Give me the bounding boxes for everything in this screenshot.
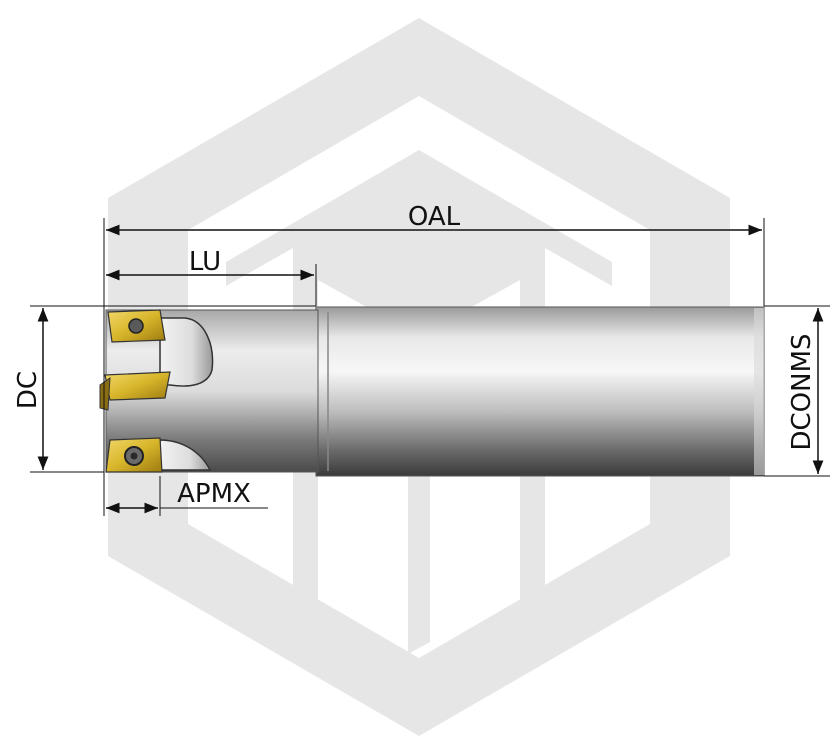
chip-pocket-lower [159, 439, 212, 471]
apmx-label: APMX [177, 479, 251, 509]
cutting-inserts [99, 309, 171, 473]
shank [315, 306, 765, 477]
lu-label: LU [189, 247, 221, 277]
insert-middle [104, 371, 171, 401]
oal-label: OAL [408, 202, 461, 232]
screw-icon [128, 318, 144, 334]
dconms-label: DCONMS [787, 333, 817, 450]
dc-label: DC [13, 371, 43, 409]
extension-lines [30, 218, 830, 516]
chip-pocket-upper [159, 317, 214, 387]
dimension-lines [37, 224, 824, 514]
